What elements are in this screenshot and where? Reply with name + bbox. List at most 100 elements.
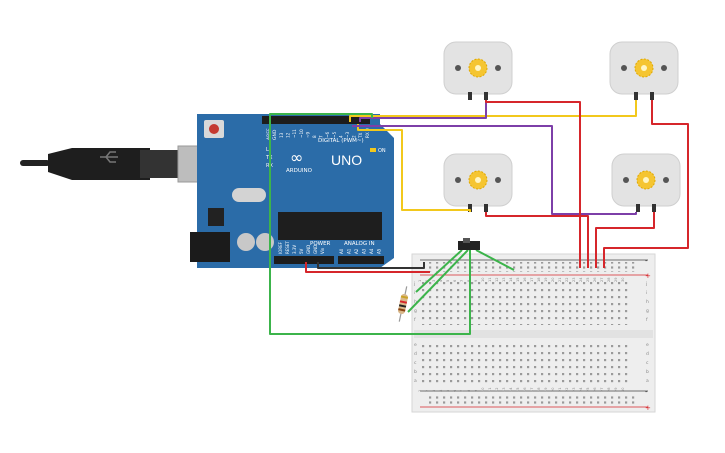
column-number: 19 [544, 387, 548, 392]
resistor-band-3 [399, 300, 408, 304]
column-number: 13 [502, 277, 506, 282]
capacitor [237, 233, 255, 251]
resistor-band-2 [398, 304, 407, 308]
digital-pin-label: 2 [352, 135, 357, 138]
motor-screw-left [455, 177, 461, 183]
dc-motor-2[interactable] [609, 41, 679, 100]
top-terminal-holes [420, 280, 630, 325]
column-number: 20 [551, 387, 555, 392]
wire-red-motor4[interactable] [595, 212, 655, 268]
digital-pin-label: ~6 [325, 131, 330, 138]
digital-pin-label: ~5 [332, 131, 337, 138]
usb-cable[interactable] [20, 145, 209, 183]
power-pin-label: GND [306, 245, 311, 254]
column-number: 19 [544, 277, 548, 282]
reset-button-cap [209, 124, 219, 134]
row-letter: f [414, 317, 416, 323]
wire-green-switch-b[interactable] [407, 249, 469, 313]
row-letter: c [414, 361, 417, 366]
analog-pin-label: A1 [347, 248, 352, 254]
wire-yellow-motor2[interactable] [349, 100, 637, 122]
wire-green-switch-c[interactable] [475, 249, 515, 271]
wire-purple-motor1[interactable] [359, 100, 487, 122]
column-number: 15 [516, 277, 520, 282]
row-letter: a [646, 379, 649, 384]
wire-red-5v[interactable] [305, 262, 430, 273]
motor-shaft [475, 177, 481, 183]
column-number: 4 [439, 279, 443, 282]
digital-pin-label: RX 0 [365, 128, 370, 138]
slide-switch[interactable] [458, 238, 480, 250]
arduino-infinity-logo-icon: ∞ [290, 148, 303, 167]
power-pin-label: 5V [299, 248, 304, 254]
column-number: 21 [558, 387, 562, 392]
usb-symbol-icon [100, 151, 118, 163]
column-number: 18 [537, 277, 541, 282]
column-number: 16 [523, 277, 527, 282]
usb-cable-cord [20, 160, 50, 166]
wire-green-switch-a[interactable] [415, 249, 463, 293]
column-number: 16 [523, 387, 527, 392]
column-number: 13 [502, 387, 506, 392]
dc-motor-3[interactable] [443, 153, 513, 212]
gnd-label: GND [272, 129, 278, 140]
column-number: 15 [516, 387, 520, 392]
row-letter: b [414, 369, 417, 375]
column-number: 7 [460, 280, 464, 282]
wire-green-pin2[interactable] [269, 113, 471, 335]
rail-minus-label-bottom: - [645, 388, 648, 396]
motor-shaft [643, 177, 649, 183]
motor-terminal-left [634, 92, 638, 100]
motor-screw-left [455, 65, 461, 71]
power-pin-label: IOREF [278, 241, 283, 254]
analog-in-label: ANALOG IN [344, 241, 375, 247]
wire-red-motor3[interactable] [485, 212, 589, 268]
column-number: 22 [565, 387, 569, 392]
column-number: 17 [530, 277, 534, 282]
column-number: 30 [621, 277, 625, 282]
wire-red-motor2[interactable] [603, 100, 689, 268]
wire-purple-motor4[interactable] [352, 125, 637, 215]
wire-black-gnd[interactable] [317, 262, 425, 269]
motor-terminal-left [636, 204, 640, 212]
column-number: 21 [558, 277, 562, 282]
usb-cable-collar [140, 150, 178, 178]
column-number: 2 [425, 390, 429, 392]
l-label: L [266, 147, 269, 153]
wire-yellow-motor3[interactable] [357, 124, 471, 212]
capacitor-2 [256, 233, 274, 251]
slide-switch-knob[interactable] [463, 238, 470, 243]
column-number: 10 [481, 387, 485, 392]
wire-red-motor1[interactable] [485, 100, 581, 268]
motor-terminal-left [468, 204, 472, 212]
column-number: 11 [488, 387, 492, 392]
top-rail-holes [425, 262, 635, 272]
analog-pin-label: A5 [377, 248, 382, 254]
digital-header [262, 116, 370, 124]
row-letter: d [646, 351, 649, 357]
dc-motor-4[interactable] [611, 153, 681, 212]
column-number: 26 [593, 387, 597, 392]
column-number: 8 [467, 389, 471, 392]
column-number: 5 [446, 280, 450, 282]
column-number: 27 [600, 387, 604, 392]
row-letter: e [414, 343, 417, 348]
column-number: 25 [586, 277, 590, 282]
dc-motor-1[interactable] [443, 41, 513, 100]
row-letter: b [646, 369, 649, 375]
row-letter: h [414, 299, 417, 305]
atmega-chip [278, 212, 382, 240]
analog-header [338, 256, 384, 264]
digital-pin-label: ~3 [345, 131, 350, 138]
arduino-logo-text: ARDUINO [286, 168, 313, 174]
power-jack[interactable] [190, 232, 230, 262]
column-number: 6 [453, 279, 457, 282]
motor-screw-right [663, 177, 669, 183]
digital-pin-label: 4 [338, 135, 343, 138]
column-number: 12 [495, 387, 499, 392]
row-letter: j [645, 281, 647, 287]
resistor[interactable] [396, 286, 410, 323]
power-pin-label: 3.3V [292, 245, 297, 254]
